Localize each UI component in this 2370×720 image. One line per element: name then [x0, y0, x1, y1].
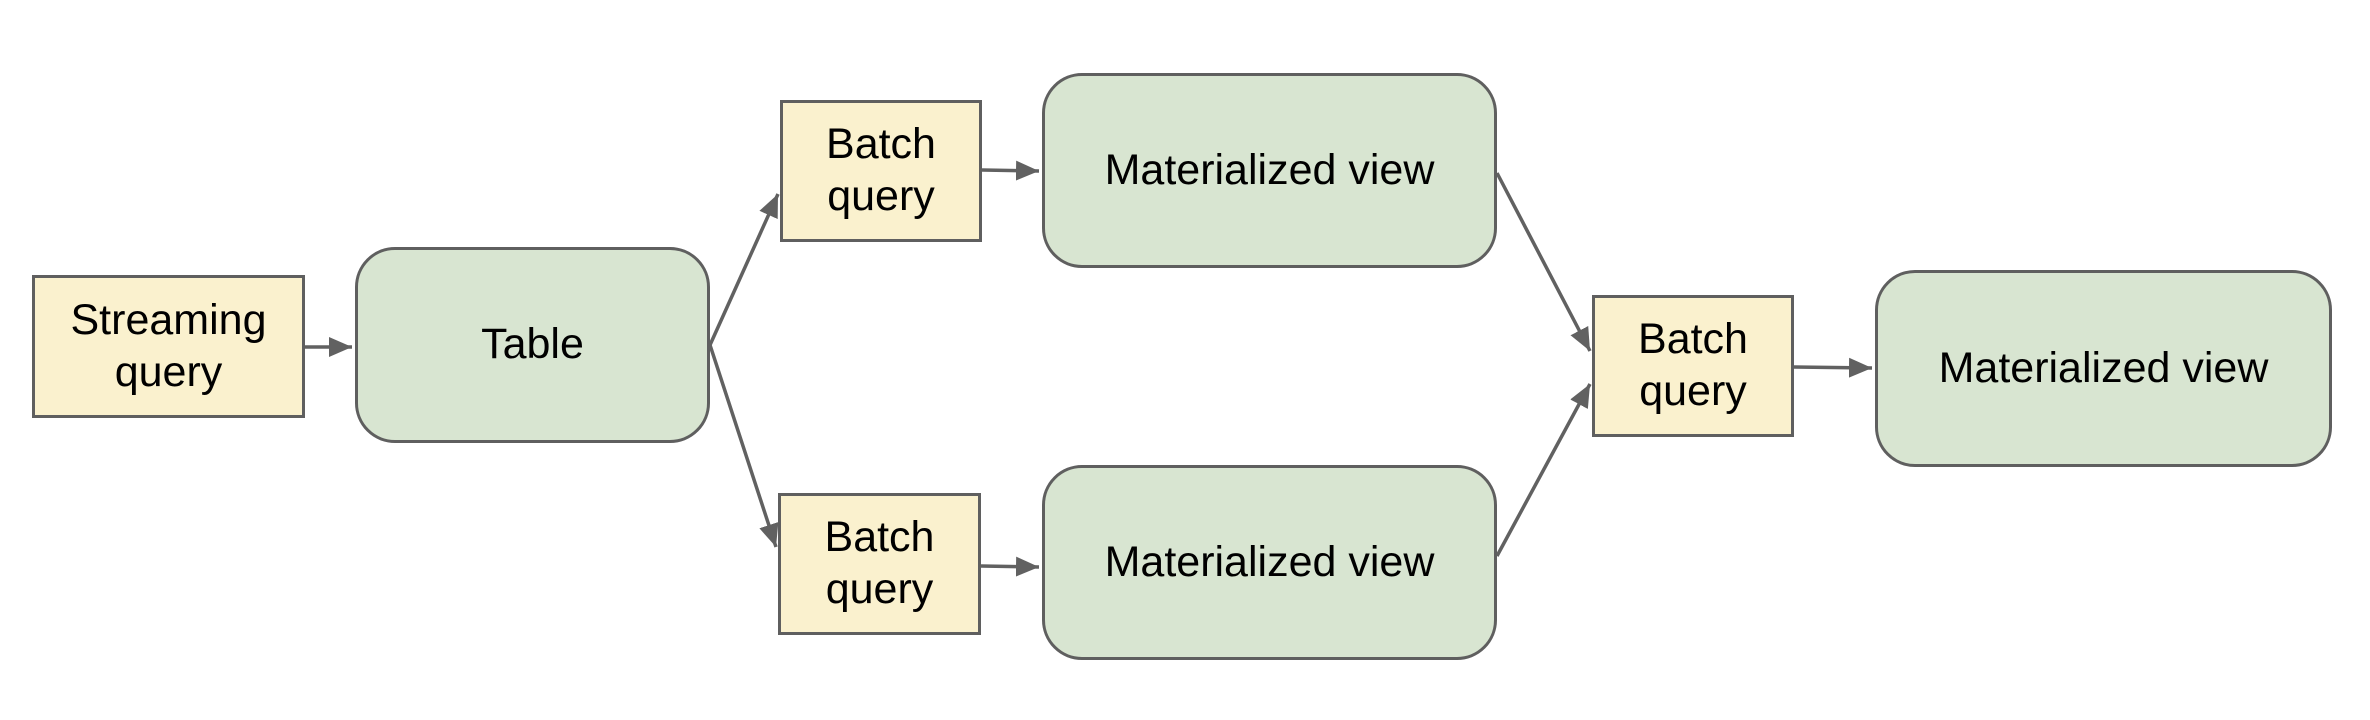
arrow-materialized-view-bottom-to-batch-query-final — [1495, 383, 1592, 557]
node-materialized-view-final: Materialized view — [1875, 270, 2332, 467]
node-materialized-view-top: Materialized view — [1042, 73, 1497, 268]
node-label: Materialized view — [1938, 343, 2269, 392]
node-batch-query-final: Batch query — [1592, 295, 1794, 437]
arrow-table-to-batch-query-top — [708, 193, 780, 346]
node-label: Batch query — [1638, 315, 1748, 415]
node-label: Table — [481, 320, 584, 369]
node-label: Streaming query — [70, 295, 267, 396]
arrow-batch-query-bottom-to-materialized-view-bottom — [980, 556, 1040, 577]
node-batch-query-top: Batch query — [780, 100, 982, 242]
node-materialized-view-bottom: Materialized view — [1042, 465, 1497, 660]
arrow-batch-query-top-to-materialized-view-top — [981, 160, 1040, 181]
node-batch-query-bottom: Batch query — [778, 493, 981, 635]
node-label: Materialized view — [1104, 537, 1435, 586]
arrow-materialized-view-top-to-batch-query-final — [1495, 172, 1592, 352]
node-label: Materialized view — [1104, 145, 1435, 194]
node-table: Table — [355, 247, 710, 443]
node-label: Batch query — [826, 120, 936, 220]
node-label: Batch query — [824, 513, 935, 613]
arrow-batch-query-final-to-materialized-view-final — [1793, 357, 1873, 378]
arrow-table-to-batch-query-bottom — [708, 344, 779, 548]
node-streaming-query: Streaming query — [32, 275, 305, 418]
